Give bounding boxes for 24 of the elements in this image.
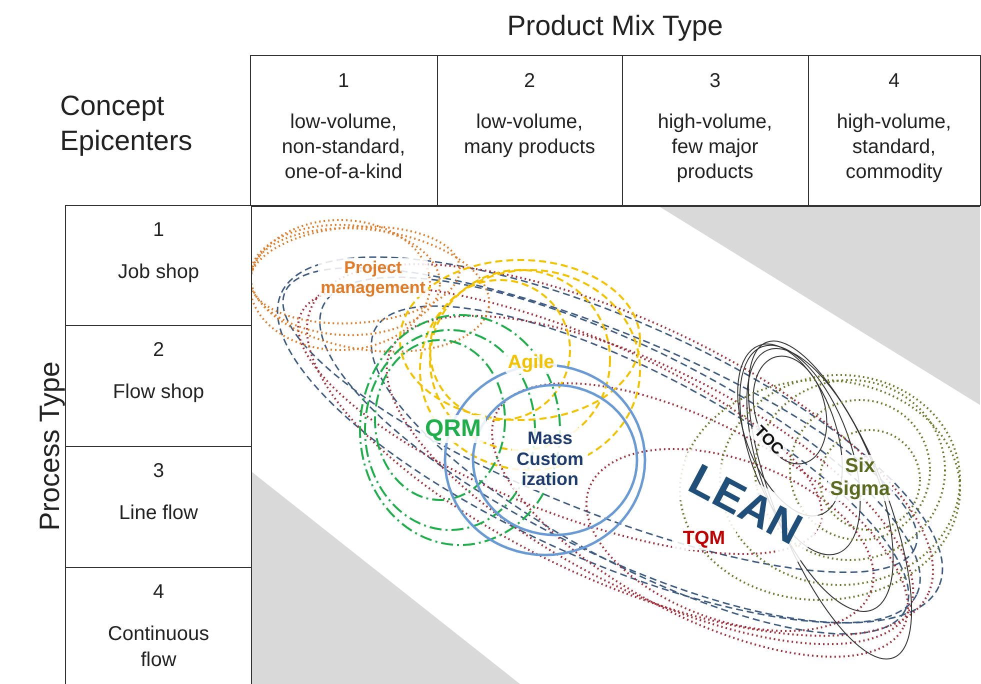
column-number: 1 [336, 70, 350, 93]
row-description: Continuous flow [106, 622, 210, 673]
row-description: Job shop [116, 260, 200, 285]
axis-title: Process Type [34, 360, 66, 533]
column-description: low-volume, non-standard, one-of-a-kind [280, 110, 406, 185]
concept-label: QRM [420, 415, 486, 443]
concept-label: Six Sigma [828, 455, 892, 501]
concept-label: Mass Custom ization [512, 428, 588, 490]
column-description: high-volume, few major products [656, 110, 774, 185]
concept-label: Project management [318, 258, 428, 298]
column-description: high-volume, standard, commodity [836, 110, 952, 185]
row-number: 2 [152, 339, 166, 362]
row-description: Flow shop [112, 380, 206, 405]
row-number: 4 [152, 581, 166, 604]
row-number: 3 [152, 460, 166, 483]
row-number: 1 [152, 219, 166, 242]
table-heading: Concept Epicenters [60, 89, 194, 158]
column-description: low-volume, many products [462, 110, 596, 160]
column-number: 4 [887, 70, 901, 93]
concept-label: Agile [505, 352, 557, 374]
column-number: 3 [708, 70, 722, 93]
row-description: Line flow [118, 501, 199, 526]
column-number: 2 [522, 70, 536, 93]
axis-title: Product Mix Type [506, 10, 724, 42]
